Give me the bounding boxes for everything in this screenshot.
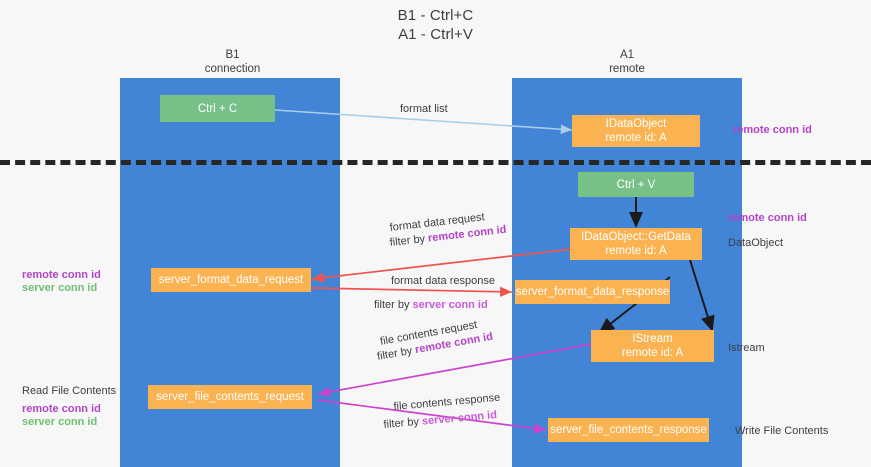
page-title-line-2: A1 - Ctrl+V [398,26,473,43]
node-idataobject-sublabel: remote id: A [605,132,667,144]
node-istream-label: IStream [632,333,673,345]
node-idataobject-getdata[interactable]: IDataObject::GetData remote id: A [570,228,702,260]
node-istream[interactable]: IStream remote id: A [591,330,714,362]
column-header-a1-subtitle: remote [609,63,645,75]
annotation-left-remote-conn-id-bottom: remote conn id [22,403,101,415]
node-server-file-contents-response[interactable]: server_file_contents_response [548,418,709,442]
node-idataobject[interactable]: IDataObject remote id: A [572,115,700,147]
page-title: B1 - Ctrl+C A1 - Ctrl+V [0,6,871,44]
annotation-remote-conn-id-mid: remote conn id [728,212,807,224]
arrow-file-contents-request [317,343,593,397]
node-server-format-data-request-label: server_format_data_request [158,274,304,286]
annotation-left-server-conn-id-mid: server conn id [22,282,98,294]
annotation-istream: Istream [728,342,765,354]
annotation-write-file-contents: Write File Contents [735,425,829,437]
arrow-file-contents-response [317,399,547,434]
node-idataobject-getdata-sublabel: remote id: A [605,245,667,257]
node-server-format-data-request[interactable]: server_format_data_request [151,268,311,292]
annotation-read-file-contents: Read File Contents [22,385,117,397]
node-server-format-data-response-label: server_format_data_response [515,286,670,298]
page-title-line-1: B1 - Ctrl+C [397,7,474,24]
node-server-file-contents-request-label: server_file_contents_request [156,391,304,403]
filter-prefix: filter by [383,415,423,431]
node-istream-sublabel: remote id: A [621,347,684,359]
annotation-left-remote-conn-id-mid: remote conn id [22,269,101,281]
annotation-dataobject: DataObject [728,237,784,249]
annotation-left-server-conn-id-bottom: server conn id [22,416,98,428]
node-server-format-data-response[interactable]: server_format_data_response [515,280,670,304]
arrow-getdata-to-istream [689,259,715,332]
node-ctrl-v[interactable]: Ctrl + V [578,172,694,197]
node-ctrl-c[interactable]: Ctrl + C [160,95,275,122]
node-idataobject-getdata-label: IDataObject::GetData [581,231,691,243]
node-ctrl-v-label: Ctrl + V [616,178,656,191]
keyword-server-conn-id: server conn id [412,299,488,311]
edge-label-format-data-response: format data response [391,275,495,287]
arrow-format-list [274,109,573,135]
arrow-format-data-request [311,248,573,283]
annotation-remote-conn-id-top: remote conn id [733,124,812,136]
node-idataobject-label: IDataObject [605,118,667,130]
column-header-a1: A1 remote [512,48,742,76]
column-header-b1: B1 connection [125,48,340,76]
column-header-b1-title: B1 [225,49,240,61]
node-server-file-contents-request[interactable]: server_file_contents_request [148,385,312,409]
node-ctrl-c-label: Ctrl + C [197,102,238,115]
column-header-a1-title: A1 [619,49,635,61]
node-server-file-contents-response-label: server_file_contents_response [550,424,707,436]
divider-dashed [0,160,871,165]
edge-label-format-list: format list [400,103,448,115]
edge-label-format-data-response-filter: filter by server conn id [374,298,488,312]
filter-prefix: filter by [374,299,413,311]
column-header-b1-subtitle: connection [204,63,261,75]
arrow-format-data-response [311,286,513,297]
